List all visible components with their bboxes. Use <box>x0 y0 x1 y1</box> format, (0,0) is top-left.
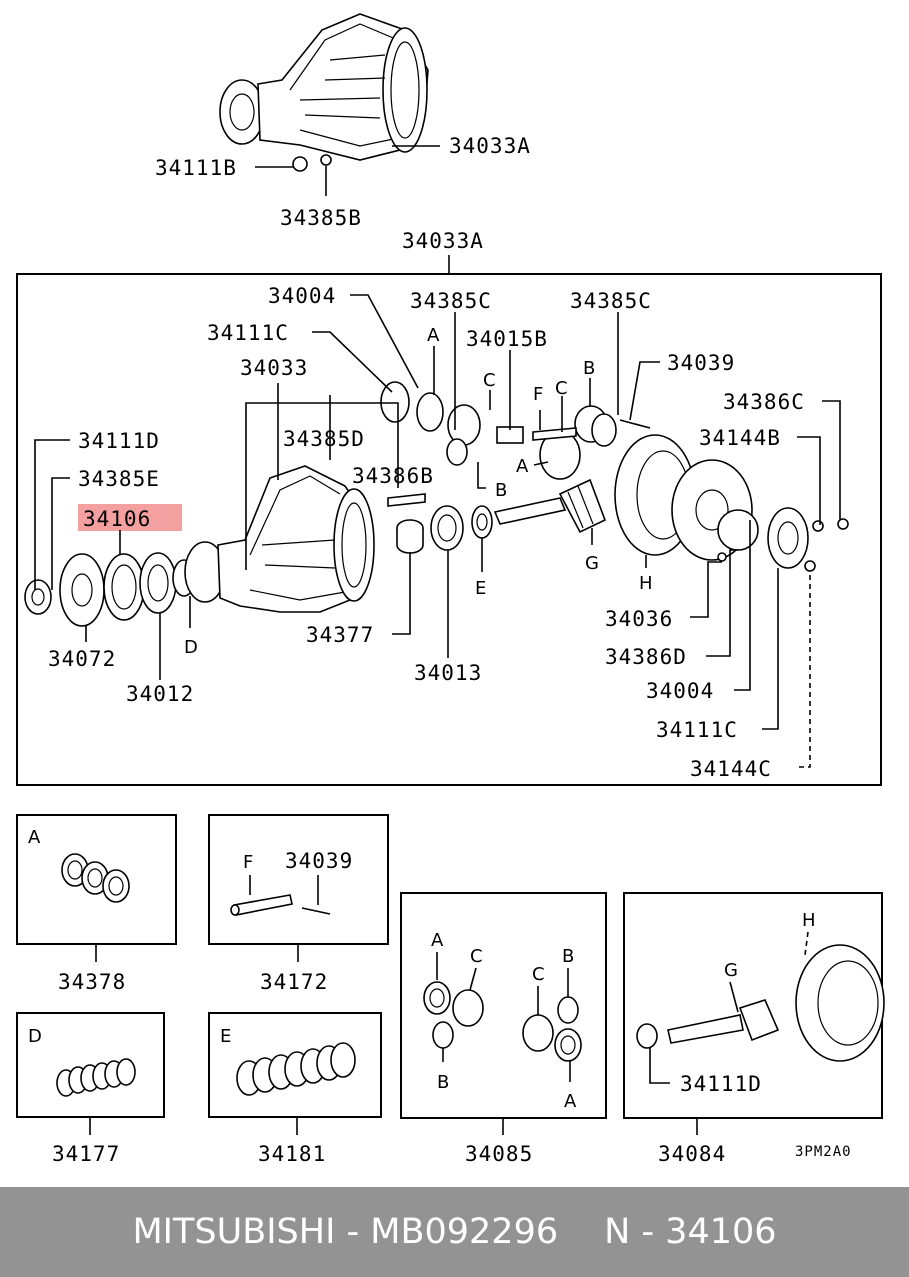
inset-diff-part: 34085 <box>465 1142 533 1166</box>
footer-separator: - <box>335 1212 371 1252</box>
diff-letter-b-right: B <box>562 946 574 967</box>
top-differential-housing-drawing <box>219 13 429 172</box>
highlight-34106 <box>78 504 182 531</box>
inset-gh-part: 34084 <box>658 1142 726 1166</box>
inset-d-letter: D <box>28 1026 42 1047</box>
washer-set-drawing <box>61 853 130 903</box>
inset-e-part: 34181 <box>258 1142 326 1166</box>
label-34033a-top: 34033A <box>449 134 531 158</box>
letter-b-lower: B <box>495 480 507 501</box>
inset-e-letter: E <box>220 1026 231 1047</box>
ring-and-pinion-drawing <box>636 944 885 1062</box>
label-34386c: 34386C <box>723 390 805 414</box>
main-assembly-frame <box>16 273 882 786</box>
label-34033: 34033 <box>240 356 308 380</box>
shim-set-d-drawing <box>56 1058 136 1097</box>
label-34144b: 34144B <box>699 426 781 450</box>
inset-d-part: 34177 <box>52 1142 120 1166</box>
label-34072: 34072 <box>48 647 116 671</box>
label-34004-upper: 34004 <box>268 284 336 308</box>
letter-g-main: G <box>585 553 599 574</box>
label-34144c: 34144C <box>690 757 772 781</box>
label-34386d: 34386D <box>605 645 687 669</box>
label-34033a-box: 34033A <box>402 229 484 253</box>
letter-d-main: D <box>184 637 198 658</box>
pinion-shaft-pin-drawing <box>230 875 331 916</box>
differential-case-drawing <box>671 459 849 572</box>
inset-e-frame <box>208 1012 382 1118</box>
letter-a-lower: A <box>516 456 529 477</box>
diff-letter-a-left: A <box>431 930 444 951</box>
flange-and-bearing-drawing <box>24 552 196 627</box>
inset-f-label-34039: 34039 <box>285 849 353 873</box>
footer-ref: N - 34106 <box>604 1212 777 1252</box>
footer-part-number: MB092296 <box>370 1212 559 1252</box>
label-34385c-right: 34385C <box>570 289 652 313</box>
shim-set-e-drawing <box>236 1042 356 1096</box>
inset-f-part: 34172 <box>260 970 328 994</box>
label-34012: 34012 <box>126 682 194 706</box>
label-34111b: 34111B <box>155 156 237 180</box>
drawing-code: 3PM2A0 <box>795 1144 852 1160</box>
footer-brand: MITSUBISHI <box>132 1212 336 1252</box>
label-34111c-upper: 34111C <box>207 321 289 345</box>
label-34106-highlighted: 34106 <box>83 507 151 531</box>
diff-letter-a-right: A <box>564 1091 577 1112</box>
side-gears-drawing <box>380 381 651 507</box>
letter-b-upper: B <box>583 358 595 379</box>
label-34111c-lower: 34111C <box>656 718 738 742</box>
label-34385e: 34385E <box>78 467 160 491</box>
diff-letter-c-left: C <box>470 946 483 967</box>
label-34039-main: 34039 <box>667 351 735 375</box>
diff-letter-c-right: C <box>532 964 545 985</box>
label-34386b: 34386B <box>352 464 434 488</box>
carrier-housing-drawing <box>184 465 375 613</box>
gh-letter-g: G <box>724 960 738 981</box>
gh-letter-h: H <box>802 910 816 931</box>
letter-c-right: C <box>555 378 568 399</box>
diff-letter-b-left: B <box>437 1072 449 1093</box>
inset-f-letter: F <box>243 852 253 873</box>
letter-e-main: E <box>475 578 486 599</box>
label-34385b: 34385B <box>280 206 362 230</box>
diff-gear-set-drawing <box>423 981 582 1062</box>
label-34015b: 34015B <box>466 327 548 351</box>
letter-c-left: C <box>483 370 496 391</box>
letter-f-main: F <box>533 384 543 405</box>
letter-h-main: H <box>639 573 653 594</box>
exploded-parts-diagram: 34033A 34111B 34385B 34033A 34106 <box>16 13 885 1166</box>
gh-label-34111d: 34111D <box>680 1072 762 1096</box>
label-34036: 34036 <box>605 607 673 631</box>
label-34377: 34377 <box>306 623 374 647</box>
label-34004-lower: 34004 <box>646 679 714 703</box>
label-34111d: 34111D <box>78 429 160 453</box>
label-34385d: 34385D <box>283 427 365 451</box>
label-34013: 34013 <box>414 661 482 685</box>
part-info-footer: MITSUBISHI - MB092296 N - 34106 <box>0 1187 909 1277</box>
inset-f-frame <box>208 814 389 945</box>
label-34385c-left: 34385C <box>410 289 492 313</box>
inset-a-letter: A <box>28 827 41 848</box>
drive-pinion-drawing <box>493 478 607 534</box>
spacer-bearing-shim-drawing <box>396 505 493 554</box>
inset-a-part: 34378 <box>58 970 126 994</box>
letter-a-upper: A <box>427 325 440 346</box>
